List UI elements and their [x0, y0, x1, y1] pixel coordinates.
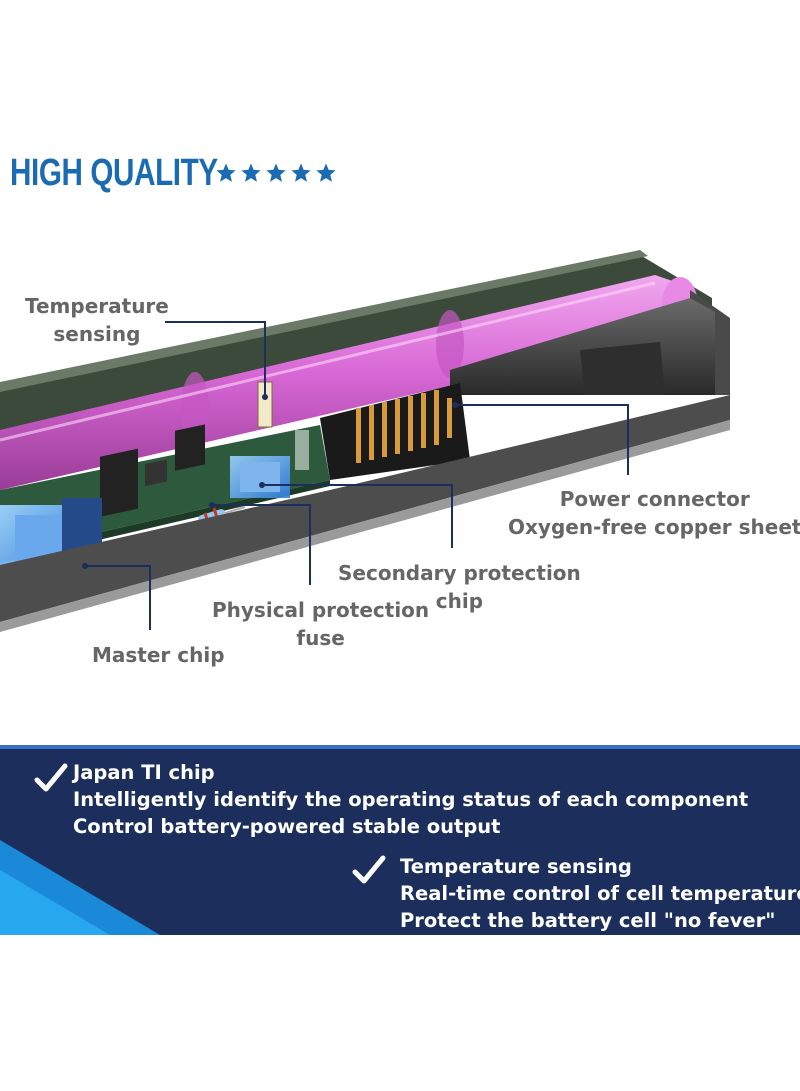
- feature-line: Protect the battery cell "no fever": [400, 909, 776, 932]
- callout-line: chip: [435, 589, 484, 613]
- callout-power-connector: Power connector Oxygen-free copper sheet: [508, 485, 800, 541]
- callout-physical-protection: Physical protection fuse: [212, 596, 429, 652]
- case-bottom: [0, 395, 730, 622]
- feature-line: Control battery-powered stable output: [73, 815, 501, 838]
- star-icon: [316, 163, 336, 182]
- callout-line: Temperature: [25, 294, 169, 318]
- star-icon: [266, 163, 286, 182]
- case-end-block: [450, 290, 730, 395]
- feature-ti-chip: Japan TI chip Intelligently identify the…: [73, 759, 748, 840]
- star-icon: [241, 163, 261, 182]
- headline-title: HIGH QUALITY: [10, 151, 218, 194]
- power-connector-art: [320, 383, 470, 480]
- battery-illustration: [0, 250, 730, 632]
- headline: HIGH QUALITY: [10, 148, 336, 198]
- callout-secondary-protection: Secondary protection chip: [338, 559, 581, 615]
- case-top-edge: [0, 250, 648, 392]
- secondary-chip-art: [230, 456, 290, 498]
- callout-line: Master chip: [92, 643, 225, 667]
- rating-stars: [215, 148, 337, 198]
- star-icon: [291, 163, 311, 182]
- callout-line: sensing: [53, 322, 141, 346]
- panel-background: [0, 745, 800, 935]
- checkmark-icon: [352, 855, 386, 884]
- feature-title: Temperature sensing: [400, 855, 632, 878]
- checkmark-icon: [34, 763, 68, 792]
- callout-line: Oxygen-free copper sheet: [508, 515, 800, 539]
- feature-line: Real-time control of cell temperature: [400, 882, 800, 905]
- callout-line: fuse: [296, 626, 345, 650]
- feature-title: Japan TI chip: [73, 761, 215, 784]
- callout-temperature-sensing: Temperature sensing: [25, 292, 169, 348]
- callout-line: Secondary protection: [338, 561, 581, 585]
- callout-line: Power connector: [559, 487, 750, 511]
- callout-master-chip: Master chip: [92, 641, 225, 669]
- star-icon: [216, 163, 236, 182]
- feature-line: Intelligently identify the operating sta…: [73, 788, 749, 811]
- callout-lines: [85, 321, 629, 630]
- feature-temperature-sensing: Temperature sensing Real-time control of…: [400, 853, 800, 934]
- feature-panel: Japan TI chip Intelligently identify the…: [0, 745, 800, 935]
- callout-line: Physical protection: [212, 598, 430, 622]
